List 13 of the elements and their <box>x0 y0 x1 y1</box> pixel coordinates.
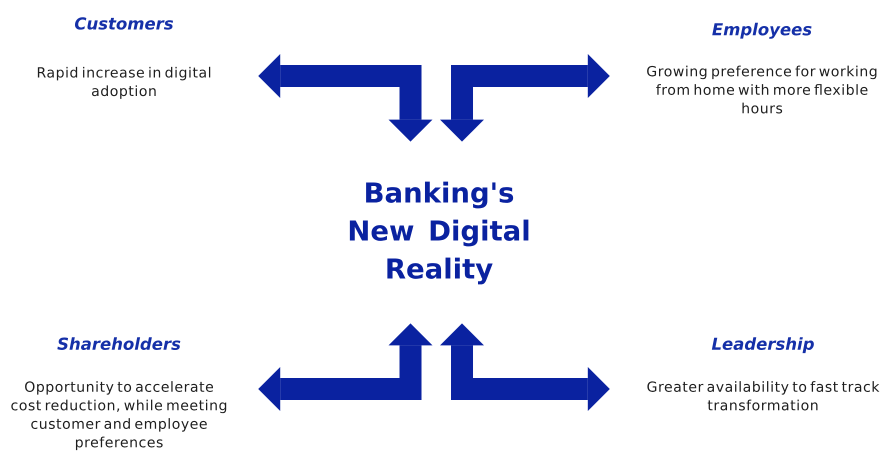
group-heading: Leadership <box>712 337 814 354</box>
description-text: Greater availability to fast track transformation <box>647 381 880 410</box>
elbow-arrow <box>258 323 432 411</box>
description-text: Opportunity to accelerate cost reduction, while meeting customer and employee preferences <box>11 381 226 450</box>
elbow-arrow <box>440 54 610 142</box>
description-text: Rapid increase in digital adoption <box>38 66 210 99</box>
group-heading: Employees <box>712 22 812 39</box>
description-text: Growing preference for working from home with more flexible hours <box>647 66 876 114</box>
elbow-arrow <box>440 323 610 411</box>
group-heading: Customers <box>74 17 174 30</box>
elbow-arrow <box>258 54 432 142</box>
group-heading: Shareholders <box>57 337 180 350</box>
main-heading: Banking's New Digital Reality <box>350 182 528 284</box>
